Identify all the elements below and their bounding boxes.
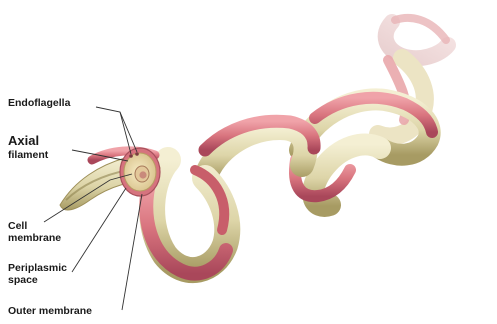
label-cell-word: Cell	[8, 220, 61, 232]
label-axial-filament: Axial filament	[8, 134, 48, 161]
flagellum-dot-b	[135, 152, 139, 156]
label-periplasmic-word: Periplasmic	[8, 262, 67, 274]
cross-section-core	[139, 171, 146, 178]
flagellum-dot-a	[129, 154, 133, 158]
label-membrane-word: membrane	[8, 232, 61, 244]
label-cell-membrane: Cell membrane	[8, 220, 61, 244]
label-space-word: space	[8, 274, 67, 286]
label-axial-word: Axial	[8, 134, 48, 149]
label-periplasmic-space: Periplasmic space	[8, 262, 67, 286]
label-endoflagella: Endoflagella	[8, 97, 70, 109]
tail-far-pink	[395, 18, 446, 40]
label-outer-membrane: Outer membrane	[8, 305, 92, 317]
label-filament-word: filament	[8, 149, 48, 161]
leader-outer	[122, 194, 142, 310]
